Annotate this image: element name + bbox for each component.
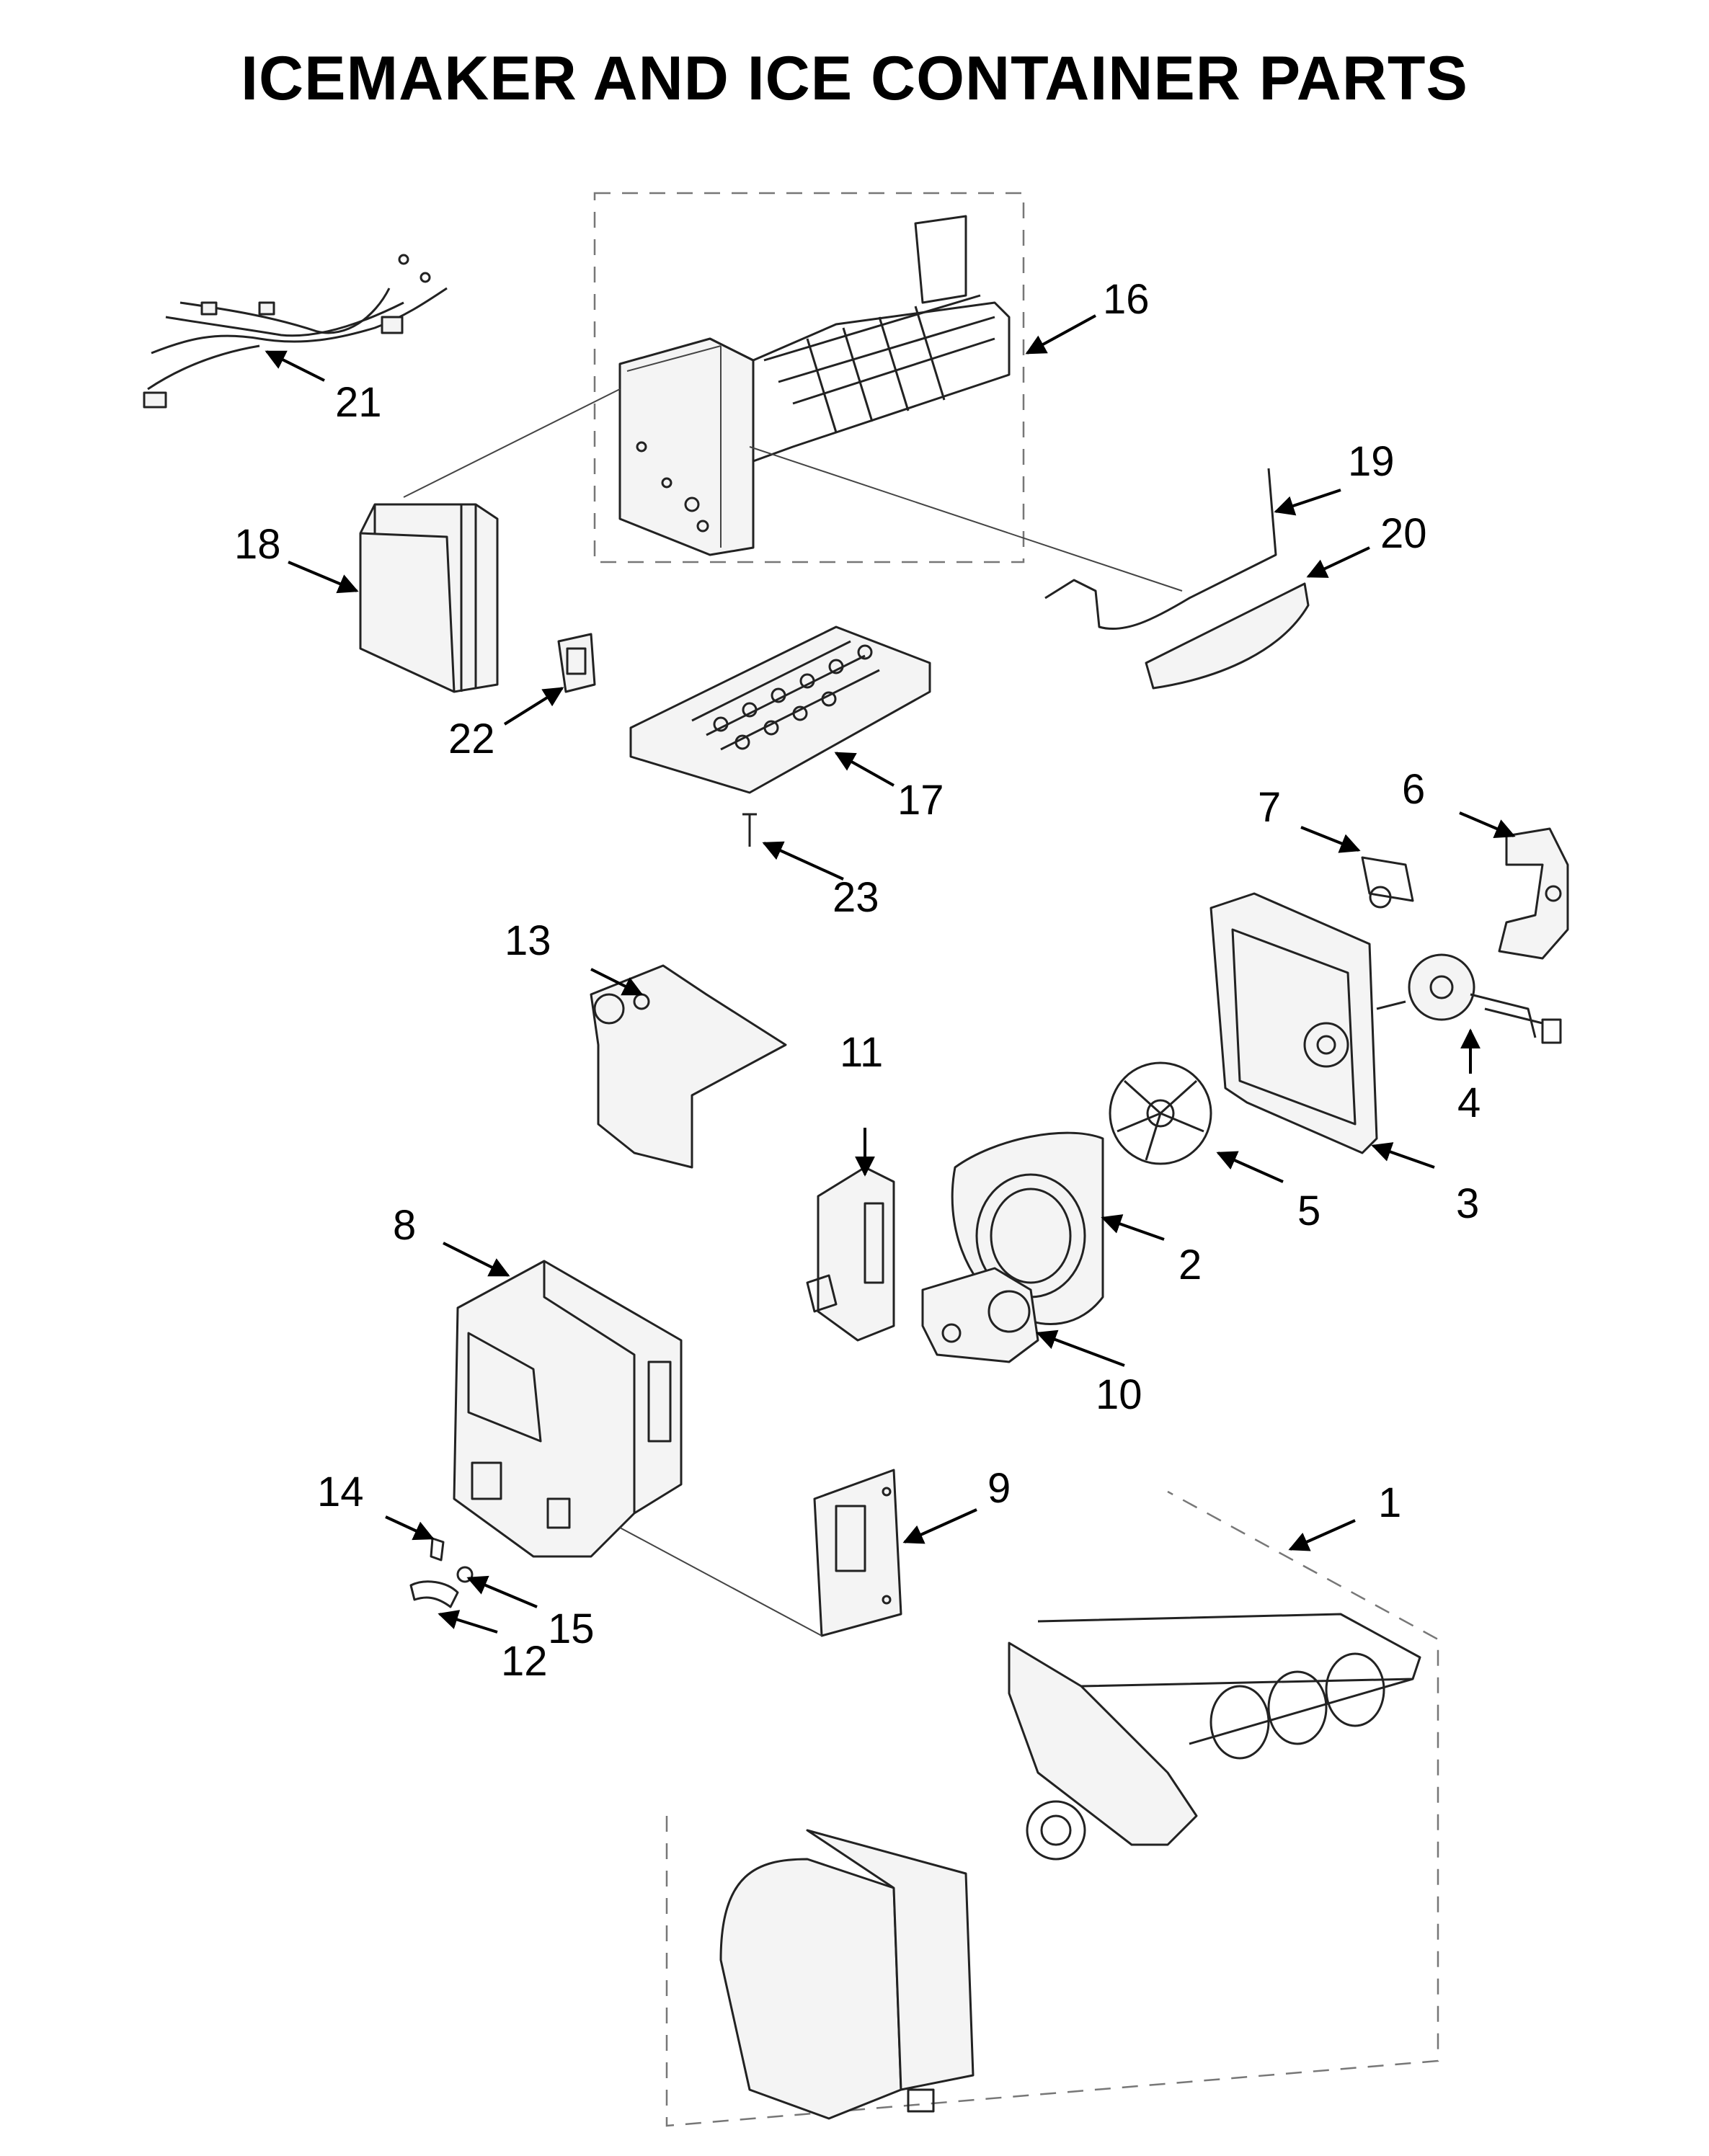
callout-4: 4	[1457, 1079, 1481, 1126]
part-8-housing[interactable]	[453, 1260, 683, 1558]
page-title: ICEMAKER AND ICE CONTAINER PARTS	[241, 44, 1468, 113]
part-9-escutcheon[interactable]	[813, 1469, 902, 1637]
leader-arrows	[265, 314, 1516, 1634]
icemaker-assembly-boundary	[593, 192, 1025, 564]
part-21-wire-harness[interactable]	[143, 254, 448, 409]
part-7-grommet[interactable]	[1361, 856, 1414, 909]
part-20-paddle[interactable]	[1145, 582, 1310, 690]
part-5-fan-blade[interactable]	[1109, 1061, 1212, 1165]
part-22-switch[interactable]	[557, 633, 596, 693]
part-17-mold-tray[interactable]	[629, 625, 931, 794]
callout-18: 18	[234, 521, 281, 568]
part-18-icemaker-cover[interactable]	[359, 503, 499, 693]
part-16-icemaker[interactable]	[618, 215, 1011, 556]
ice-container-assembly-boundary	[665, 1490, 1439, 2127]
callout-21: 21	[335, 379, 382, 426]
part-19-shutoff-arm[interactable]	[1044, 468, 1277, 631]
callout-10: 10	[1096, 1371, 1142, 1418]
part-23-screw[interactable]	[742, 813, 757, 847]
callout-22: 22	[448, 716, 495, 762]
callout-1: 1	[1378, 1479, 1401, 1526]
callout-8: 8	[393, 1202, 416, 1249]
part-15-washer[interactable]	[456, 1566, 474, 1583]
part-11-switch-housing[interactable]	[806, 1166, 895, 1342]
part-6-motor-bracket[interactable]	[1498, 827, 1569, 960]
alignment-lines	[403, 388, 1183, 1636]
callout-6: 6	[1402, 766, 1425, 813]
callout-3: 3	[1456, 1180, 1479, 1227]
part-3-evaporator-housing[interactable]	[1209, 892, 1378, 1154]
callout-9: 9	[987, 1465, 1011, 1512]
callout-labels: 16 21 18 22 17 23 19 20 7 6 4 3 5 2 10 1…	[234, 276, 1481, 1685]
callout-19: 19	[1348, 438, 1395, 485]
callout-16: 16	[1103, 276, 1150, 323]
callout-23: 23	[833, 874, 879, 921]
part-1-ice-container[interactable]	[719, 1613, 1421, 2120]
part-10-auger-motor[interactable]	[921, 1267, 1039, 1363]
callout-7: 7	[1258, 784, 1281, 831]
callout-17: 17	[897, 777, 944, 824]
part-14-screw[interactable]	[430, 1537, 445, 1562]
callout-5: 5	[1297, 1188, 1320, 1234]
part-12-clip[interactable]	[409, 1580, 459, 1608]
callout-2: 2	[1178, 1242, 1202, 1288]
callout-11: 11	[840, 1029, 883, 1076]
part-4-fan-motor[interactable]	[1376, 953, 1562, 1044]
callout-15: 15	[548, 1605, 595, 1652]
callout-14: 14	[317, 1469, 364, 1515]
callout-20: 20	[1380, 510, 1427, 557]
callout-12: 12	[501, 1638, 548, 1685]
part-13-ice-chute[interactable]	[590, 964, 787, 1169]
callout-13: 13	[505, 917, 551, 964]
